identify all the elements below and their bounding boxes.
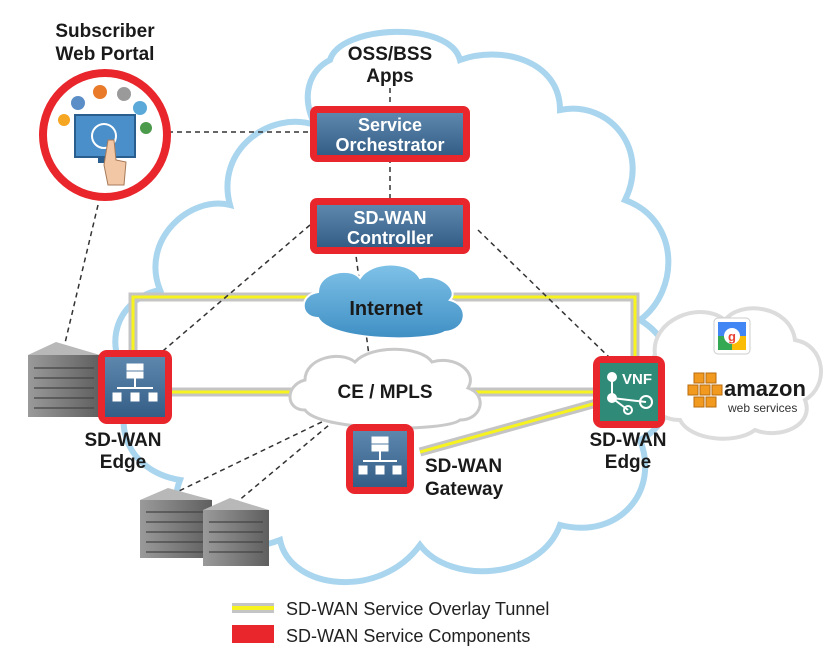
aws-label-line2: web services [727,401,797,415]
building-icon-bottom-1 [140,488,212,558]
controller-label-line1: SD-WAN [354,208,427,228]
edge-left-label-line1: SD-WAN [84,430,161,451]
gateway-label-line1: SD-WAN [425,456,502,477]
network-switch-icon [358,436,402,475]
mpls-label: CE / MPLS [337,382,432,403]
sd-wan-controller: SD-WAN Controller [310,198,470,254]
monitor-icon [74,114,136,158]
sd-wan-edge-right: VNF SD-WAN Edge [589,356,667,473]
aws-cubes-icon [687,372,723,408]
svg-text:g: g [728,329,736,344]
building-icon-left [28,342,100,417]
subscriber-portal: Subscriber Web Portal [39,21,171,201]
legend-components-swatch [232,625,274,643]
service-orchestrator: Service Orchestrator [310,106,470,162]
internet-label: Internet [349,298,423,320]
aws-label-line1: amazon [724,376,806,401]
hand-pointer-icon [103,139,127,186]
edge-right-label-line1: SD-WAN [589,430,666,451]
portal-label-line1: Subscriber [55,21,155,42]
vnf-label: VNF [622,371,652,388]
vnf-nodes-icon [607,372,653,415]
legend-components-label: SD-WAN Service Components [286,626,530,646]
mpls-cloud [288,347,482,430]
orchestrator-label-line2: Orchestrator [335,135,444,155]
building-icon-bottom-2 [203,498,269,566]
sd-wan-gateway: SD-WAN Gateway [346,424,504,500]
internet-cloud [302,263,465,340]
controller-label-line2: Controller [347,228,433,248]
portal-icons [58,85,152,134]
portal-label-line2: Web Portal [56,44,155,65]
apps-label-line2: Apps [366,66,414,87]
legend-tunnel-label: SD-WAN Service Overlay Tunnel [286,599,549,619]
apps-label-line1: OSS/BSS [348,44,432,65]
orchestrator-label-line1: Service [358,115,422,135]
edge-right-label-line2: Edge [605,452,651,473]
aws-logo: amazon web services [687,372,806,415]
edge-left-label-line2: Edge [100,452,146,473]
legend: SD-WAN Service Overlay Tunnel SD-WAN Ser… [232,599,549,646]
gateway-label-line2: Gateway [425,479,504,500]
sd-wan-edge-left: SD-WAN Edge [84,350,172,473]
google-logo-icon: g [713,317,751,355]
network-switch-icon [112,363,158,402]
